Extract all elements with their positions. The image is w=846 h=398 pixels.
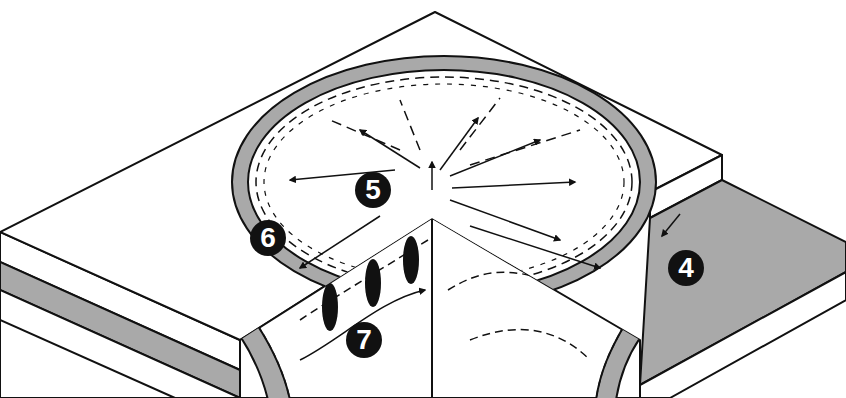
callout-number: 6 xyxy=(250,220,286,256)
callout-number: 7 xyxy=(346,322,382,358)
callout-number: 4 xyxy=(668,250,704,286)
callout-number: 5 xyxy=(355,172,391,208)
